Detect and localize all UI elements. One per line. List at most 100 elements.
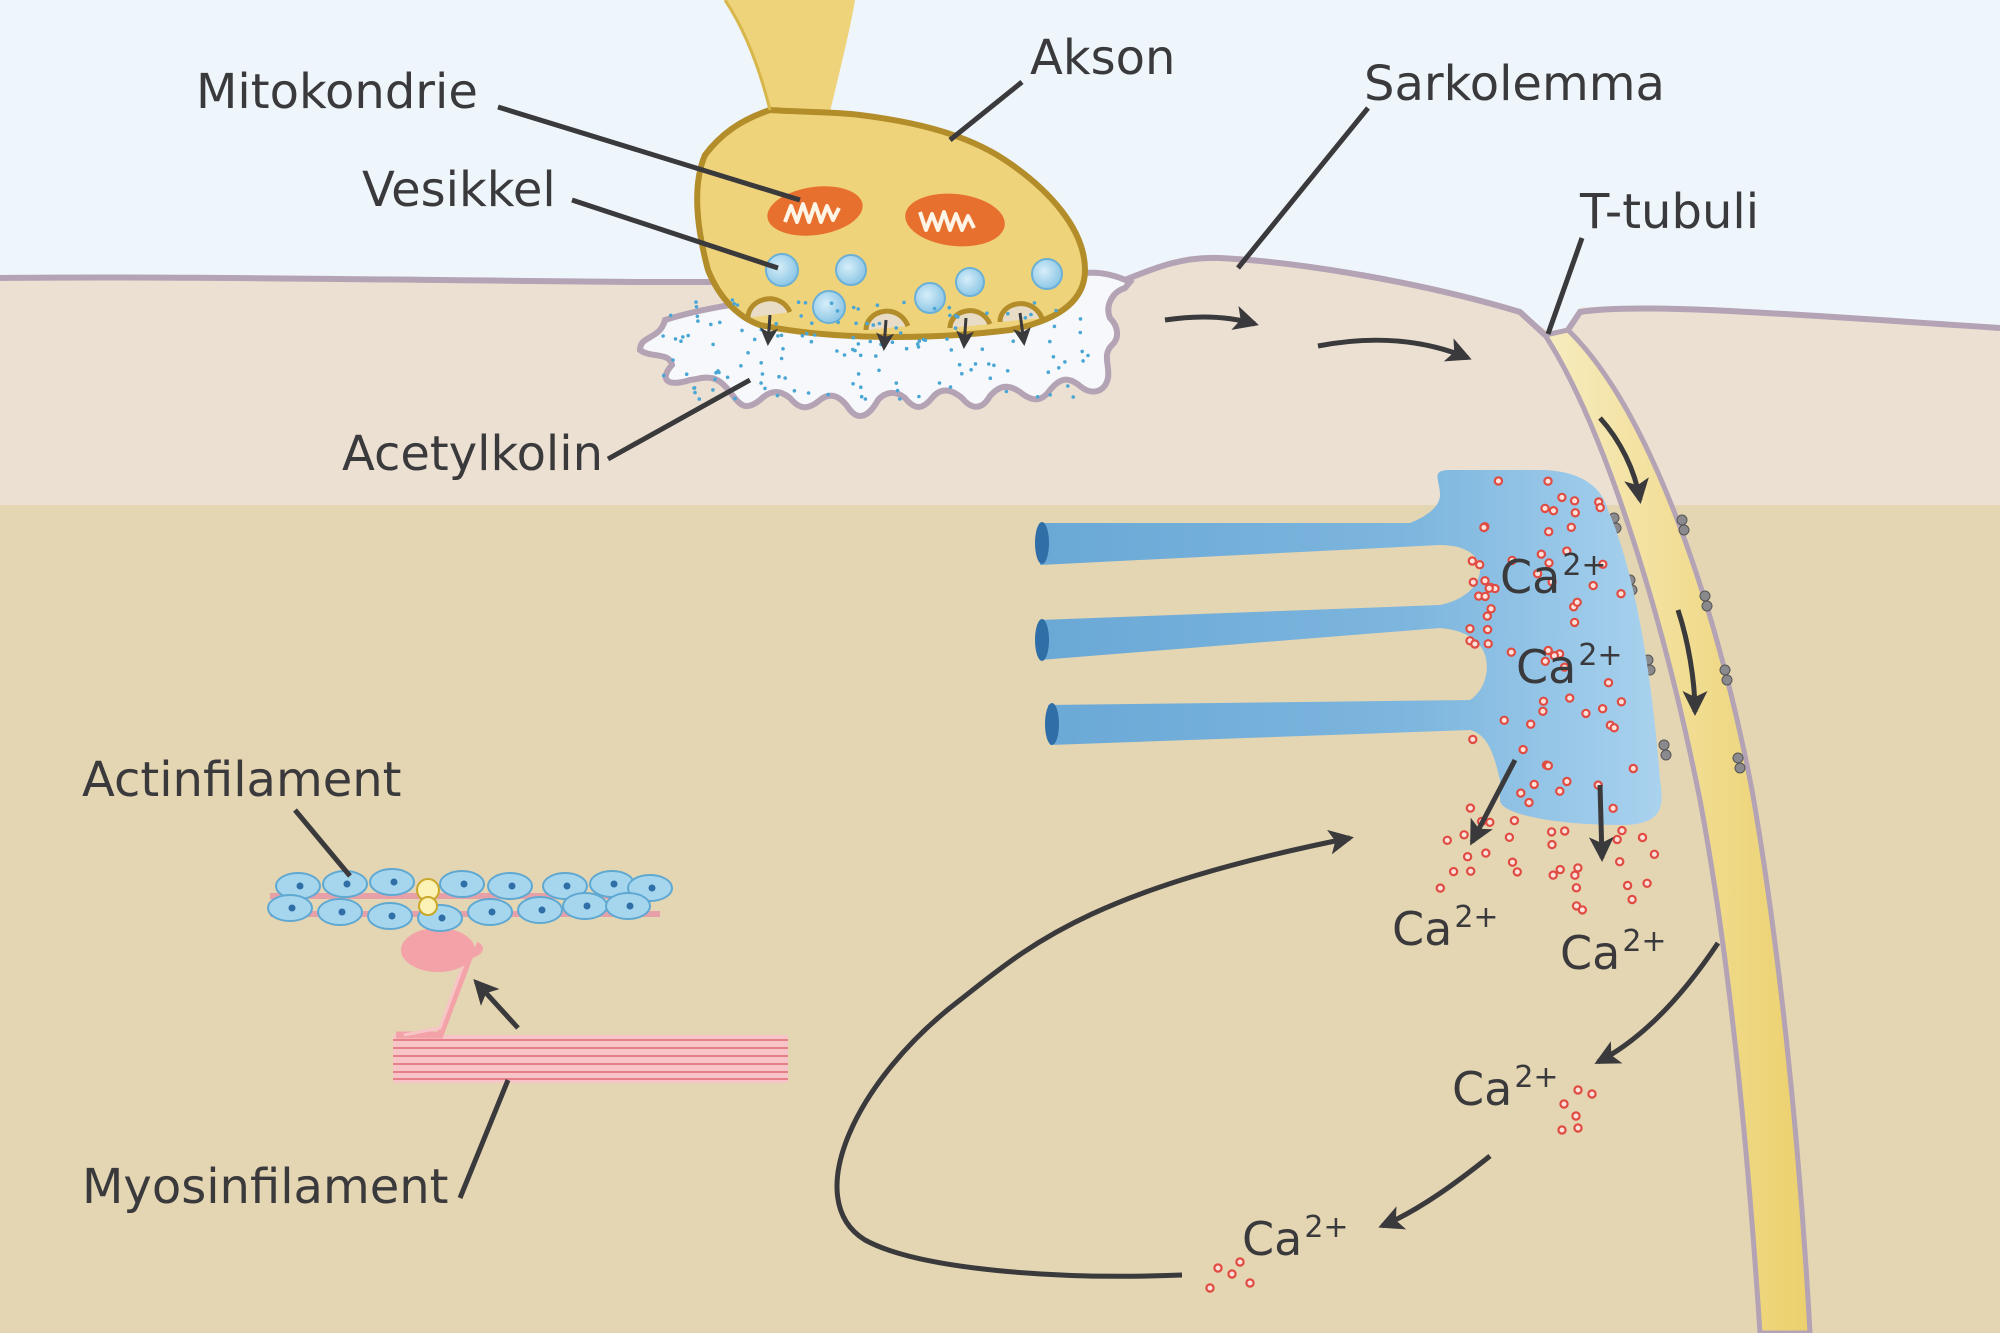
actin-monomer-core: [343, 880, 351, 888]
acetylcholine-dot: [898, 331, 903, 335]
receptor: [1660, 749, 1672, 761]
acetylcholine-dot: [856, 342, 861, 346]
acetylcholine-dot: [777, 374, 781, 379]
acetylcholine-dot: [956, 315, 960, 319]
acetylcholine-dot: [759, 327, 764, 332]
calcium-ion: [1506, 647, 1517, 657]
calcium-label-4: Ca2+: [1560, 924, 1667, 980]
calcium-cycle-arrows: [834, 829, 1721, 1279]
receptor: [1734, 762, 1746, 774]
calcium-ion: [1581, 708, 1591, 719]
acetylcholine-dot: [921, 337, 926, 342]
acetylcholine-dot: [835, 309, 840, 313]
acetylcholine-dot: [856, 372, 861, 376]
calcium-label-2: Ca2+: [1516, 638, 1623, 694]
calcium-ion: [1622, 880, 1633, 891]
actin-myosin-inset: [267, 868, 788, 1083]
calcium-ion: [1616, 589, 1626, 599]
acetylcholine-dot: [740, 328, 744, 333]
calcium-ion: [1543, 761, 1554, 771]
acetylcholine-dot: [1048, 393, 1052, 397]
calcium-ion: [1538, 706, 1548, 717]
acetylcholine-dot: [716, 369, 720, 373]
calcium-ion: [1467, 556, 1478, 566]
calcium-ion: [1538, 696, 1549, 707]
acetylcholine-dot: [763, 386, 767, 391]
impulse-arrows: [1164, 305, 1708, 717]
acetylcholine-dot: [829, 301, 834, 306]
calcium-ion: [1555, 786, 1565, 796]
receptor: [1678, 524, 1690, 536]
calcium-ion: [1562, 546, 1572, 556]
acetylcholine-dot: [856, 307, 860, 311]
acetylcholine-dot: [960, 371, 964, 376]
calcium-ion: [1573, 863, 1583, 873]
calcium-ion: [1493, 476, 1504, 486]
acetylcholine-dot: [1048, 339, 1052, 344]
calcium-ion: [1504, 832, 1515, 843]
calcium-ion: [1543, 645, 1553, 656]
acetylcholine-dot: [879, 342, 883, 347]
acetylcholine-dot: [875, 303, 880, 308]
acetylcholine-dot: [980, 347, 985, 352]
acetylcholine-dot: [988, 376, 993, 381]
acetylcholine-dot: [661, 334, 665, 338]
acetylcholine-dot: [725, 375, 730, 380]
acetylcholine-dot: [836, 320, 840, 325]
receptor: [1658, 739, 1670, 751]
acetylcholine-dot: [915, 342, 920, 346]
label-myosin-filament: Myosinfilament: [82, 1159, 449, 1215]
acetylcholine-dot: [894, 381, 899, 385]
acetylcholine-dot: [1054, 308, 1058, 313]
calcium-release-arrows: [1469, 758, 1614, 862]
calcium-ion: [1468, 734, 1478, 745]
acetylcholine-dot: [895, 388, 900, 393]
acetylcholine-dot: [865, 321, 869, 326]
acetylcholine-dot: [779, 356, 784, 361]
calcium-ion: [1557, 1125, 1567, 1135]
actin-monomer-core: [508, 882, 516, 890]
calcium-ion: [1435, 883, 1446, 893]
calcium-ion: [1548, 506, 1559, 516]
acetylcholine-dot: [894, 326, 898, 330]
acetylcholine-dot: [735, 303, 740, 307]
acetylcholine-dot: [871, 323, 876, 327]
calcium-ion: [1532, 569, 1543, 579]
acetylcholine-dot: [693, 390, 697, 395]
calcium-ion: [1627, 894, 1637, 905]
calcium-ion: [1609, 723, 1619, 733]
acetylcholine-dot: [917, 394, 921, 399]
calcium-ion: [1546, 827, 1557, 837]
calcium-ion: [1507, 555, 1517, 566]
calcium-ion: [1572, 597, 1582, 608]
calcium-ion: [1598, 559, 1608, 570]
receptor: [1701, 600, 1713, 612]
acetylcholine-dot: [948, 385, 953, 389]
acetylcholine-dot: [1023, 316, 1028, 320]
calcium-ion: [1480, 576, 1490, 586]
acetylcholine-dot: [874, 354, 878, 358]
calcium-ion: [1482, 624, 1493, 635]
calcium-ion: [1559, 826, 1570, 836]
acetylcholine-dot: [752, 337, 757, 342]
acetylcholine-dot: [694, 300, 698, 304]
calcium-ion: [1597, 704, 1608, 714]
actin-monomer-core: [438, 914, 446, 922]
acetylcholine-dot: [673, 337, 678, 341]
receptor: [1699, 590, 1711, 602]
acetylcholine-dot: [851, 335, 856, 340]
label-actin-filament: Actinfilament: [82, 752, 402, 808]
acetylcholine-dot: [776, 334, 780, 338]
acetylcholine-dot: [711, 388, 715, 392]
acetylcholine-dot: [835, 349, 839, 353]
calcium-label-6: Ca2+: [1242, 1210, 1349, 1266]
calcium-label-5: Ca2+: [1452, 1060, 1559, 1116]
receptor: [1721, 674, 1733, 686]
calcium-ion: [1637, 832, 1648, 843]
acetylcholine-dot: [1052, 324, 1057, 329]
calcium-ion: [1525, 719, 1536, 729]
calcium-ion: [1524, 797, 1534, 808]
calcium-ion: [1559, 1099, 1569, 1109]
acetylcholine-dot: [718, 320, 722, 325]
